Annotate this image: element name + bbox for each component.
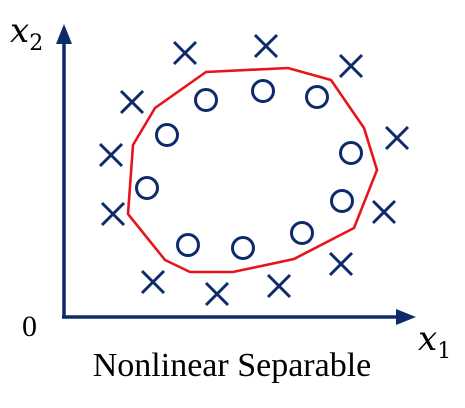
data-points — [98, 33, 410, 307]
x-axis-label-subscript: 1 — [437, 339, 451, 364]
cross-icon — [140, 269, 166, 295]
y-axis-label-subscript: 2 — [29, 31, 43, 56]
circle-icon — [231, 236, 255, 260]
y-axis-arrowhead — [56, 24, 72, 44]
circle-icon — [155, 123, 179, 147]
cross-icon — [204, 281, 230, 307]
cross-icon — [371, 199, 397, 225]
circle-icon — [194, 88, 218, 112]
cross-icon — [338, 53, 364, 79]
figure-caption: Nonlinear Separable — [93, 347, 372, 384]
origin-label: 0 — [22, 310, 37, 343]
cross-icon — [119, 89, 145, 115]
circle-icon — [290, 221, 314, 245]
cross-icon — [98, 142, 124, 168]
circle-icon — [176, 233, 200, 257]
axes — [56, 24, 416, 325]
cross-icon — [253, 33, 279, 59]
y-axis-label-main: x — [10, 11, 29, 51]
cross-icon — [266, 273, 292, 299]
cross-icon — [100, 201, 126, 227]
x-axis-label: x1 — [418, 319, 451, 364]
cross-icon — [172, 40, 198, 66]
cross-icon — [328, 251, 354, 277]
circle-icon — [135, 176, 159, 200]
circle-icon — [305, 85, 329, 109]
circle-icon — [339, 141, 363, 165]
decision-boundary — [126, 66, 379, 274]
cross-icon — [384, 125, 410, 151]
circle-icon — [330, 189, 354, 213]
x-axis-label-main: x — [418, 319, 437, 359]
y-axis-label: x2 — [10, 11, 43, 56]
x-axis-arrowhead — [396, 309, 416, 325]
circle-icon — [251, 79, 275, 103]
